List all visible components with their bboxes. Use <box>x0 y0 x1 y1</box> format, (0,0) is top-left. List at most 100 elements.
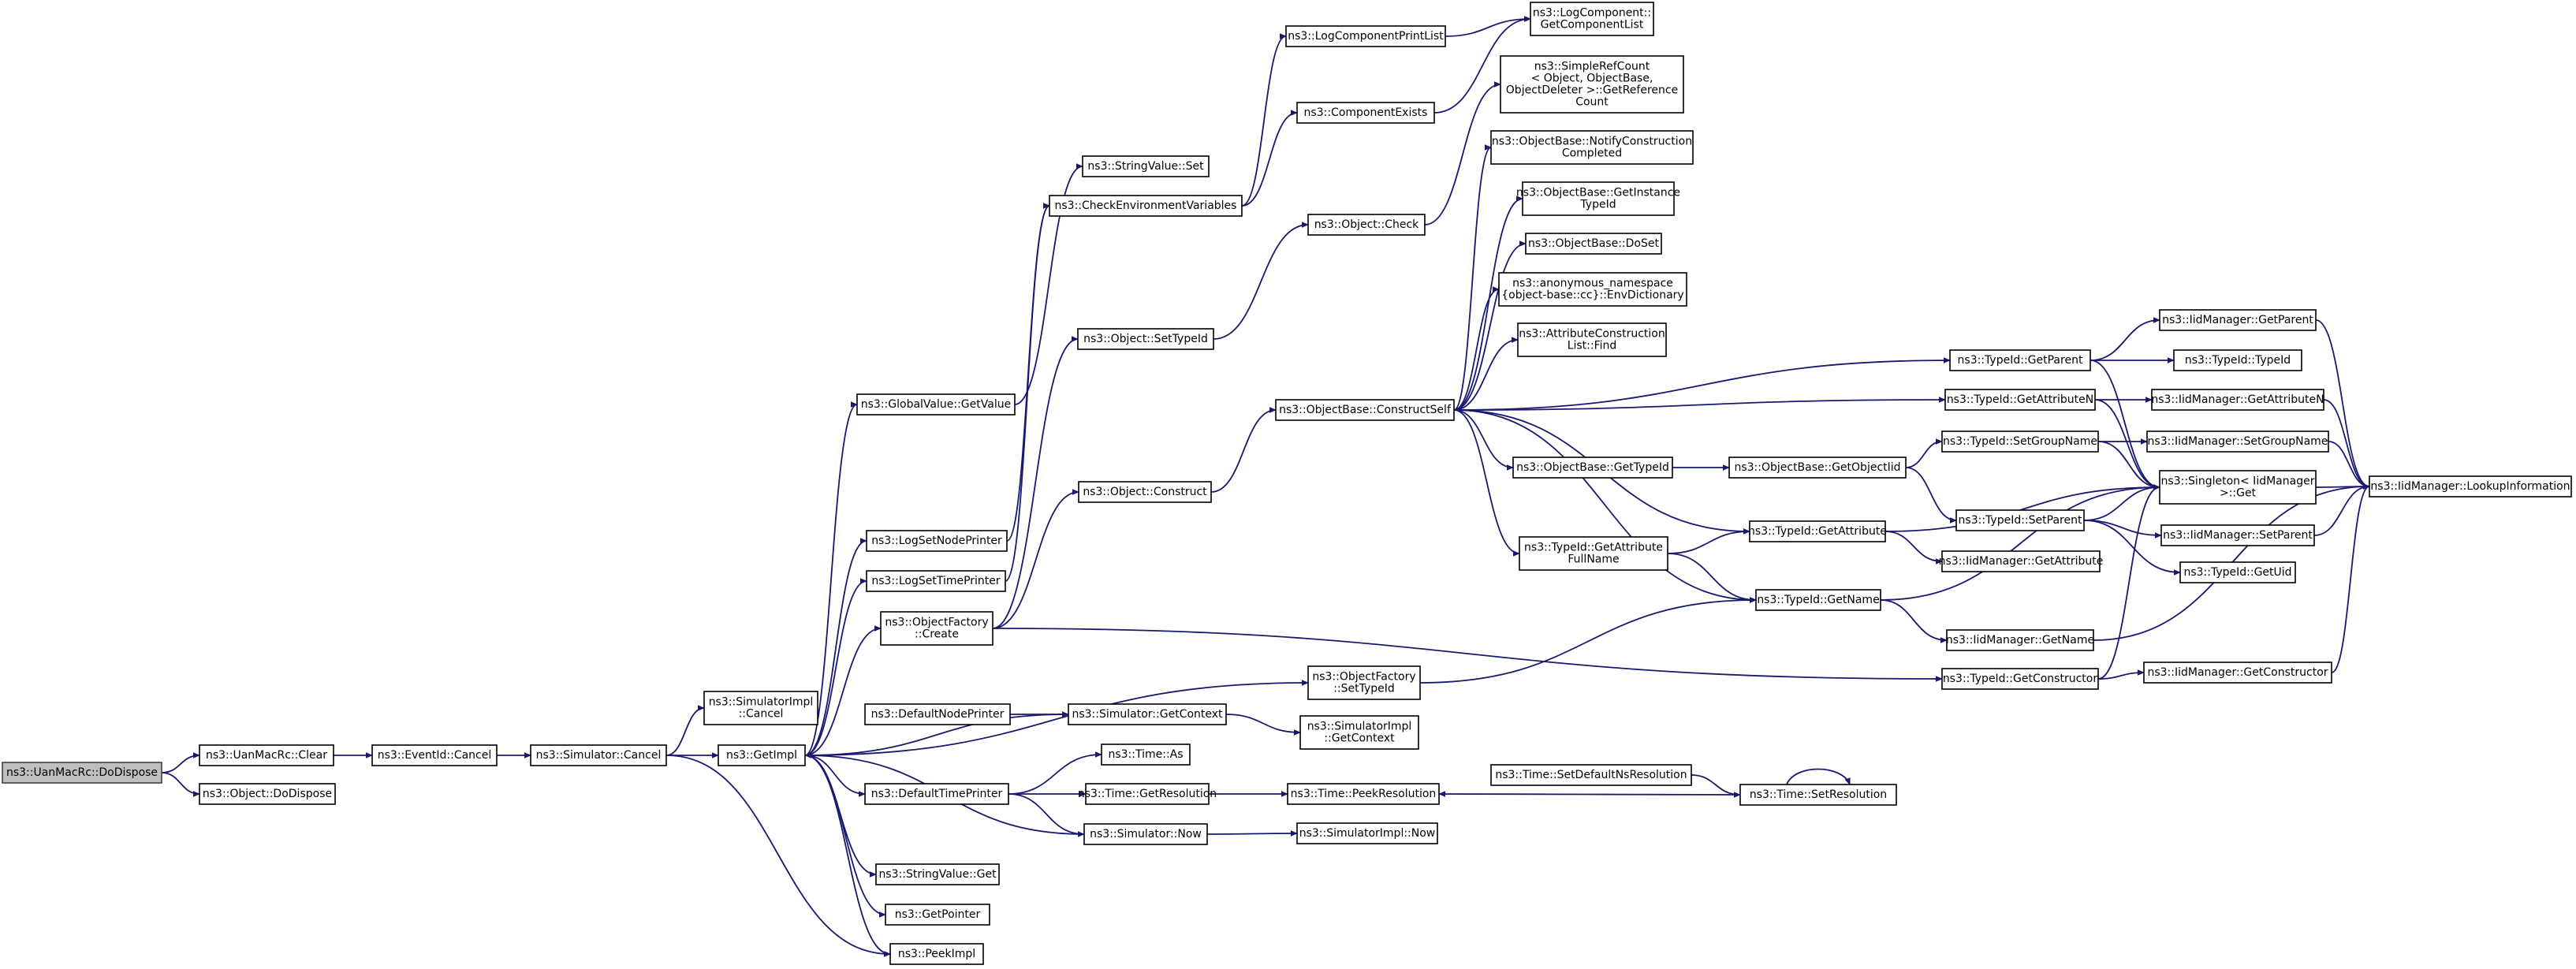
node-simimplnow[interactable]: ns3::SimulatorImpl::Now <box>1296 822 1438 844</box>
node-clear[interactable]: ns3::UanMacRc::Clear <box>199 744 334 766</box>
node-setresolution[interactable]: ns3::Time::SetResolution <box>1739 784 1897 806</box>
node-box <box>1077 328 1214 350</box>
node-getobjectiid[interactable]: ns3::ObjectBase::GetObjectIid <box>1728 457 1907 479</box>
node-box <box>1307 214 1426 236</box>
node-box <box>718 744 806 766</box>
node-ofsettypeid[interactable]: ns3::ObjectFactory::SetTypeId <box>1307 665 1421 700</box>
node-lookupinfo[interactable]: ns3::IidManager::LookupInformation <box>2369 475 2572 498</box>
node-box <box>1296 102 1435 124</box>
node-tidgetuid[interactable]: ns3::TypeId::GetUid <box>2179 561 2296 583</box>
node-iidgetattrn[interactable]: ns3::IidManager::GetAttributeN <box>2151 389 2324 411</box>
node-label: ns3::DefaultTimePrinter <box>871 788 1003 800</box>
node-compexists[interactable]: ns3::ComponentExists <box>1296 102 1435 124</box>
node-logcomplist[interactable]: ns3::LogComponentPrintList <box>1285 25 1446 47</box>
node-box <box>199 744 334 766</box>
node-box <box>1287 783 1440 805</box>
node-label: ns3::UanMacRc::Clear <box>206 749 327 762</box>
edge-checkenv-to-logcomplist <box>1241 33 1287 207</box>
node-objbasegettid[interactable]: ns3::ObjectBase::GetTypeId <box>1512 457 1673 479</box>
node-label: ns3::GlobalValue::GetValue <box>861 398 1011 411</box>
edge-iidsetparent-to-lookupinfo <box>2313 483 2370 536</box>
node-tidtypeid[interactable]: ns3::TypeId::TypeId <box>2173 349 2302 371</box>
node-tidgetctor[interactable]: ns3::TypeId::GetConstructor <box>1941 668 2099 690</box>
node-setobjtypeid[interactable]: ns3::Object::SetTypeId <box>1077 328 1214 350</box>
node-box <box>371 744 498 766</box>
node-simplerefcount[interactable]: ns3::SimpleRefCount< Object, ObjectBase,… <box>1500 55 1684 114</box>
node-label: ns3::ObjectBase::GetObjectIid <box>1734 461 1900 474</box>
edge-getimpl-to-ofsettypeid <box>804 680 1309 756</box>
node-label: GetComponentList <box>1541 19 1644 32</box>
edge-tidsetparent-to-singleton <box>2083 484 2160 521</box>
node-objconstruct[interactable]: ns3::Object::Construct <box>1078 481 1212 503</box>
node-eventcancel[interactable]: ns3::EventId::Cancel <box>371 744 498 766</box>
node-defnodeprinter[interactable]: ns3::DefaultNodePrinter <box>864 703 1011 725</box>
node-timegetres[interactable]: ns3::Time::GetResolution <box>1078 783 1217 805</box>
edge-setobjtypeid-to-objcheck <box>1213 222 1309 340</box>
node-label: ns3::IidManager::GetAttributeN <box>2151 393 2324 406</box>
node-label: ns3::SimulatorImpl <box>1307 721 1412 733</box>
node-logcompget[interactable]: ns3::LogComponent::GetComponentList <box>1530 2 1654 36</box>
node-tidsetgroup[interactable]: ns3::TypeId::SetGroupName <box>1941 430 2099 453</box>
node-label: ns3::GetPointer <box>895 908 981 921</box>
node-simimplcancel[interactable]: ns3::SimulatorImpl::Cancel <box>703 691 818 725</box>
node-iidgetctor[interactable]: ns3::IidManager::GetConstructor <box>2143 662 2332 684</box>
node-peekres[interactable]: ns3::Time::PeekResolution <box>1287 783 1440 805</box>
node-label: ns3::SimpleRefCount <box>1534 61 1650 73</box>
edge-tidgetattr-to-iidgetattr <box>1884 531 1943 565</box>
node-dodispose[interactable]: ns3::Object::DoDispose <box>199 783 336 805</box>
node-box <box>1517 322 1667 357</box>
node-peekimpl[interactable]: ns3::PeekImpl <box>889 943 984 965</box>
node-tidgetattrn[interactable]: ns3::TypeId::GetAttributeN <box>1944 389 2096 411</box>
node-setdefaultns[interactable]: ns3::Time::SetDefaultNsResolution <box>1490 764 1692 786</box>
node-label: ns3::PeekImpl <box>898 948 975 960</box>
node-box <box>1944 389 2096 411</box>
node-strset[interactable]: ns3::StringValue::Set <box>1082 155 1210 177</box>
edge-getobjectiid-to-tidsetgroup <box>1905 438 1943 468</box>
node-iidgetname[interactable]: ns3::IidManager::GetName <box>1946 629 2094 651</box>
node-iidsetparent[interactable]: ns3::IidManager::SetParent <box>2160 524 2315 546</box>
node-iidgetparent[interactable]: ns3::IidManager::GetParent <box>2159 309 2317 331</box>
edge-root-to-clear <box>161 752 200 773</box>
node-getimpl[interactable]: ns3::GetImpl <box>718 744 806 766</box>
node-logtimeprinter[interactable]: ns3::LogSetTimePrinter <box>866 570 1006 592</box>
node-checkenv[interactable]: ns3::CheckEnvironmentVariables <box>1049 195 1243 217</box>
edge-getimpl-to-peekimpl <box>804 755 891 957</box>
node-constructself[interactable]: ns3::ObjectBase::ConstructSelf <box>1275 399 1455 421</box>
node-strget[interactable]: ns3::StringValue::Get <box>875 863 1000 885</box>
node-tidgetname[interactable]: ns3::TypeId::GetName <box>1755 589 1881 611</box>
node-label: ns3::TypeId::GetName <box>1757 594 1879 606</box>
node-iidsetgroup[interactable]: ns3::IidManager::SetGroupName <box>2146 430 2329 453</box>
node-lognodeprinter[interactable]: ns3::LogSetNodePrinter <box>866 530 1008 552</box>
edge-iidsetgroup-to-lookupinfo <box>2328 441 2370 490</box>
node-label: ::SetTypeId <box>1333 683 1395 695</box>
node-label: ns3::Simulator::GetContext <box>1072 708 1223 721</box>
node-doset[interactable]: ns3::ObjectBase::DoSet <box>1525 233 1662 255</box>
node-root[interactable]: ns3::UanMacRc::DoDispose <box>2 762 162 784</box>
node-tidsetparent[interactable]: ns3::TypeId::SetParent <box>1955 509 2085 531</box>
edge-simgetctx-to-simimplgetctx <box>1225 714 1301 736</box>
node-iidgetattr[interactable]: ns3::IidManager::GetAttribute <box>1939 550 2104 572</box>
node-simimplgetctx[interactable]: ns3::SimulatorImpl::GetContext <box>1299 715 1419 750</box>
node-getpointer[interactable]: ns3::GetPointer <box>885 904 990 926</box>
node-deftimeprinter[interactable]: ns3::DefaultTimePrinter <box>864 783 1009 805</box>
node-notifyconstr[interactable]: ns3::ObjectBase::NotifyConstructionCompl… <box>1490 130 1694 165</box>
node-simnow[interactable]: ns3::Simulator::Now <box>1083 823 1208 845</box>
node-box <box>2160 524 2315 546</box>
node-singleton[interactable]: ns3::Singleton< IidManager>::Get <box>2159 470 2317 505</box>
node-ofcreate[interactable]: ns3::ObjectFactory::Create <box>880 611 993 646</box>
node-label: ns3::TypeId::GetParent <box>1958 354 2083 367</box>
node-tidgetattr[interactable]: ns3::TypeId::GetAttribute <box>1748 520 1887 542</box>
node-simcancel[interactable]: ns3::Simulator::Cancel <box>530 744 667 766</box>
edge-simcancel-to-simimplcancel <box>665 705 705 756</box>
node-timeas[interactable]: ns3::Time::As <box>1101 744 1191 766</box>
node-label: ns3::Time::As <box>1108 748 1183 761</box>
node-label: ns3::Time::SetDefaultNsResolution <box>1495 769 1687 781</box>
node-tidgetparent[interactable]: ns3::TypeId::GetParent <box>1949 349 2091 371</box>
node-objcheck[interactable]: ns3::Object::Check <box>1307 214 1426 236</box>
node-simgetctx[interactable]: ns3::Simulator::GetContext <box>1068 703 1227 725</box>
node-envdict[interactable]: ns3::anonymous_namespace{object-base::cc… <box>1498 272 1687 307</box>
node-globalvalue[interactable]: ns3::GlobalValue::GetValue <box>856 393 1016 416</box>
